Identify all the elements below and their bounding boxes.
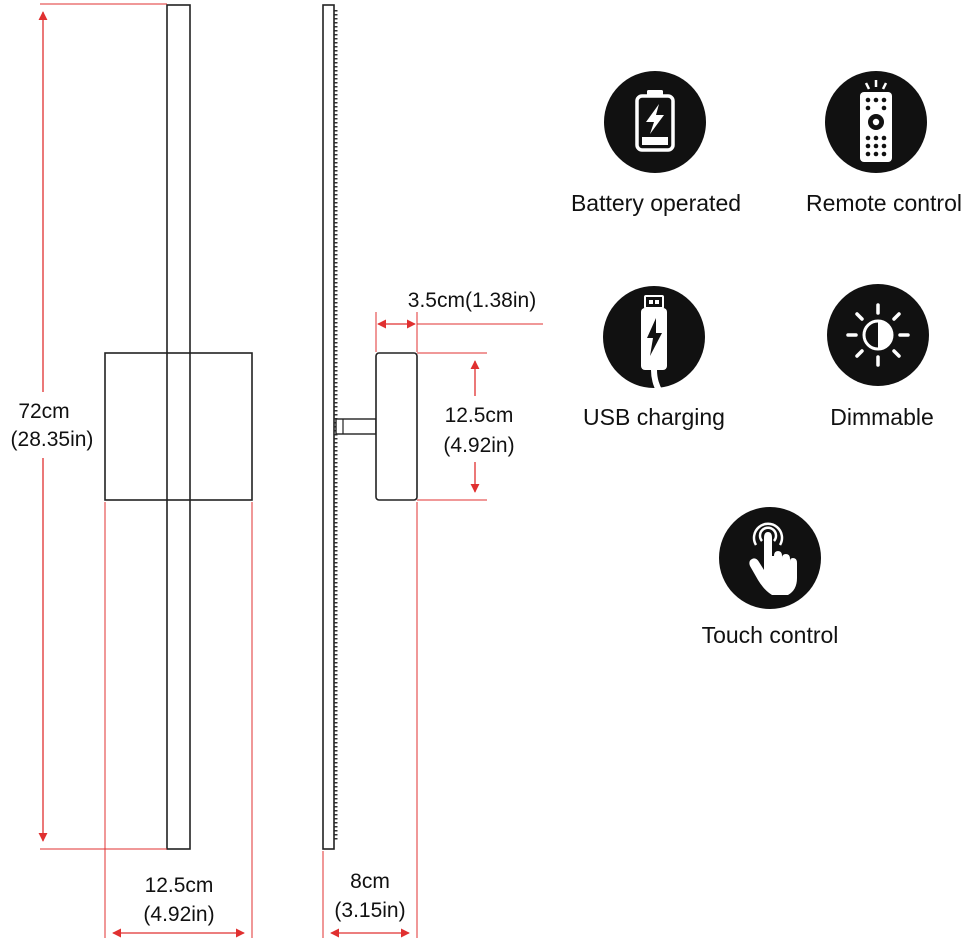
feature-remote: Remote control bbox=[806, 71, 962, 216]
feature-battery-label: Battery operated bbox=[571, 190, 741, 216]
height-cm-label: 72cm bbox=[18, 400, 69, 423]
brightness-icon bbox=[846, 303, 910, 367]
side-light-bar bbox=[322, 4, 335, 850]
depth-dimension: 8cm (3.15in) bbox=[322, 502, 418, 938]
remote-control-icon bbox=[860, 80, 892, 162]
touch-hand-icon bbox=[749, 522, 797, 595]
depth-in-label: (3.15in) bbox=[334, 899, 405, 922]
height-in-label: (28.35in) bbox=[11, 428, 94, 451]
feature-battery: Battery operated bbox=[571, 71, 741, 216]
feature-dimmable: Dimmable bbox=[827, 284, 934, 430]
front-wall-plate bbox=[104, 352, 253, 501]
feature-usb: USB charging bbox=[583, 286, 725, 430]
usb-charging-icon bbox=[641, 295, 667, 394]
bracket-label: 3.5cm(1.38in) bbox=[408, 289, 536, 312]
feature-touch-label: Touch control bbox=[702, 622, 839, 648]
front-view bbox=[104, 4, 253, 850]
mount-height-dimension: 12.5cm (4.92in) bbox=[417, 352, 515, 501]
base-width-in-label: (4.92in) bbox=[143, 903, 214, 926]
side-bracket-arm bbox=[335, 418, 377, 435]
feature-dimmable-label: Dimmable bbox=[830, 404, 934, 430]
feature-usb-label: USB charging bbox=[583, 404, 725, 430]
height-dimension: 72cm (28.35in) bbox=[11, 3, 167, 850]
mount-height-in-label: (4.92in) bbox=[443, 434, 514, 457]
base-width-cm-label: 12.5cm bbox=[145, 874, 214, 897]
feature-remote-label: Remote control bbox=[806, 190, 962, 216]
base-width-dimension: 12.5cm (4.92in) bbox=[104, 502, 253, 938]
feature-touch: Touch control bbox=[702, 507, 839, 648]
bracket-dimension: 3.5cm(1.38in) bbox=[375, 289, 543, 352]
battery-charging-icon bbox=[635, 90, 675, 152]
side-view bbox=[322, 4, 418, 850]
mount-height-cm-label: 12.5cm bbox=[445, 404, 514, 427]
side-wall-plate bbox=[375, 352, 418, 501]
depth-cm-label: 8cm bbox=[350, 870, 390, 893]
